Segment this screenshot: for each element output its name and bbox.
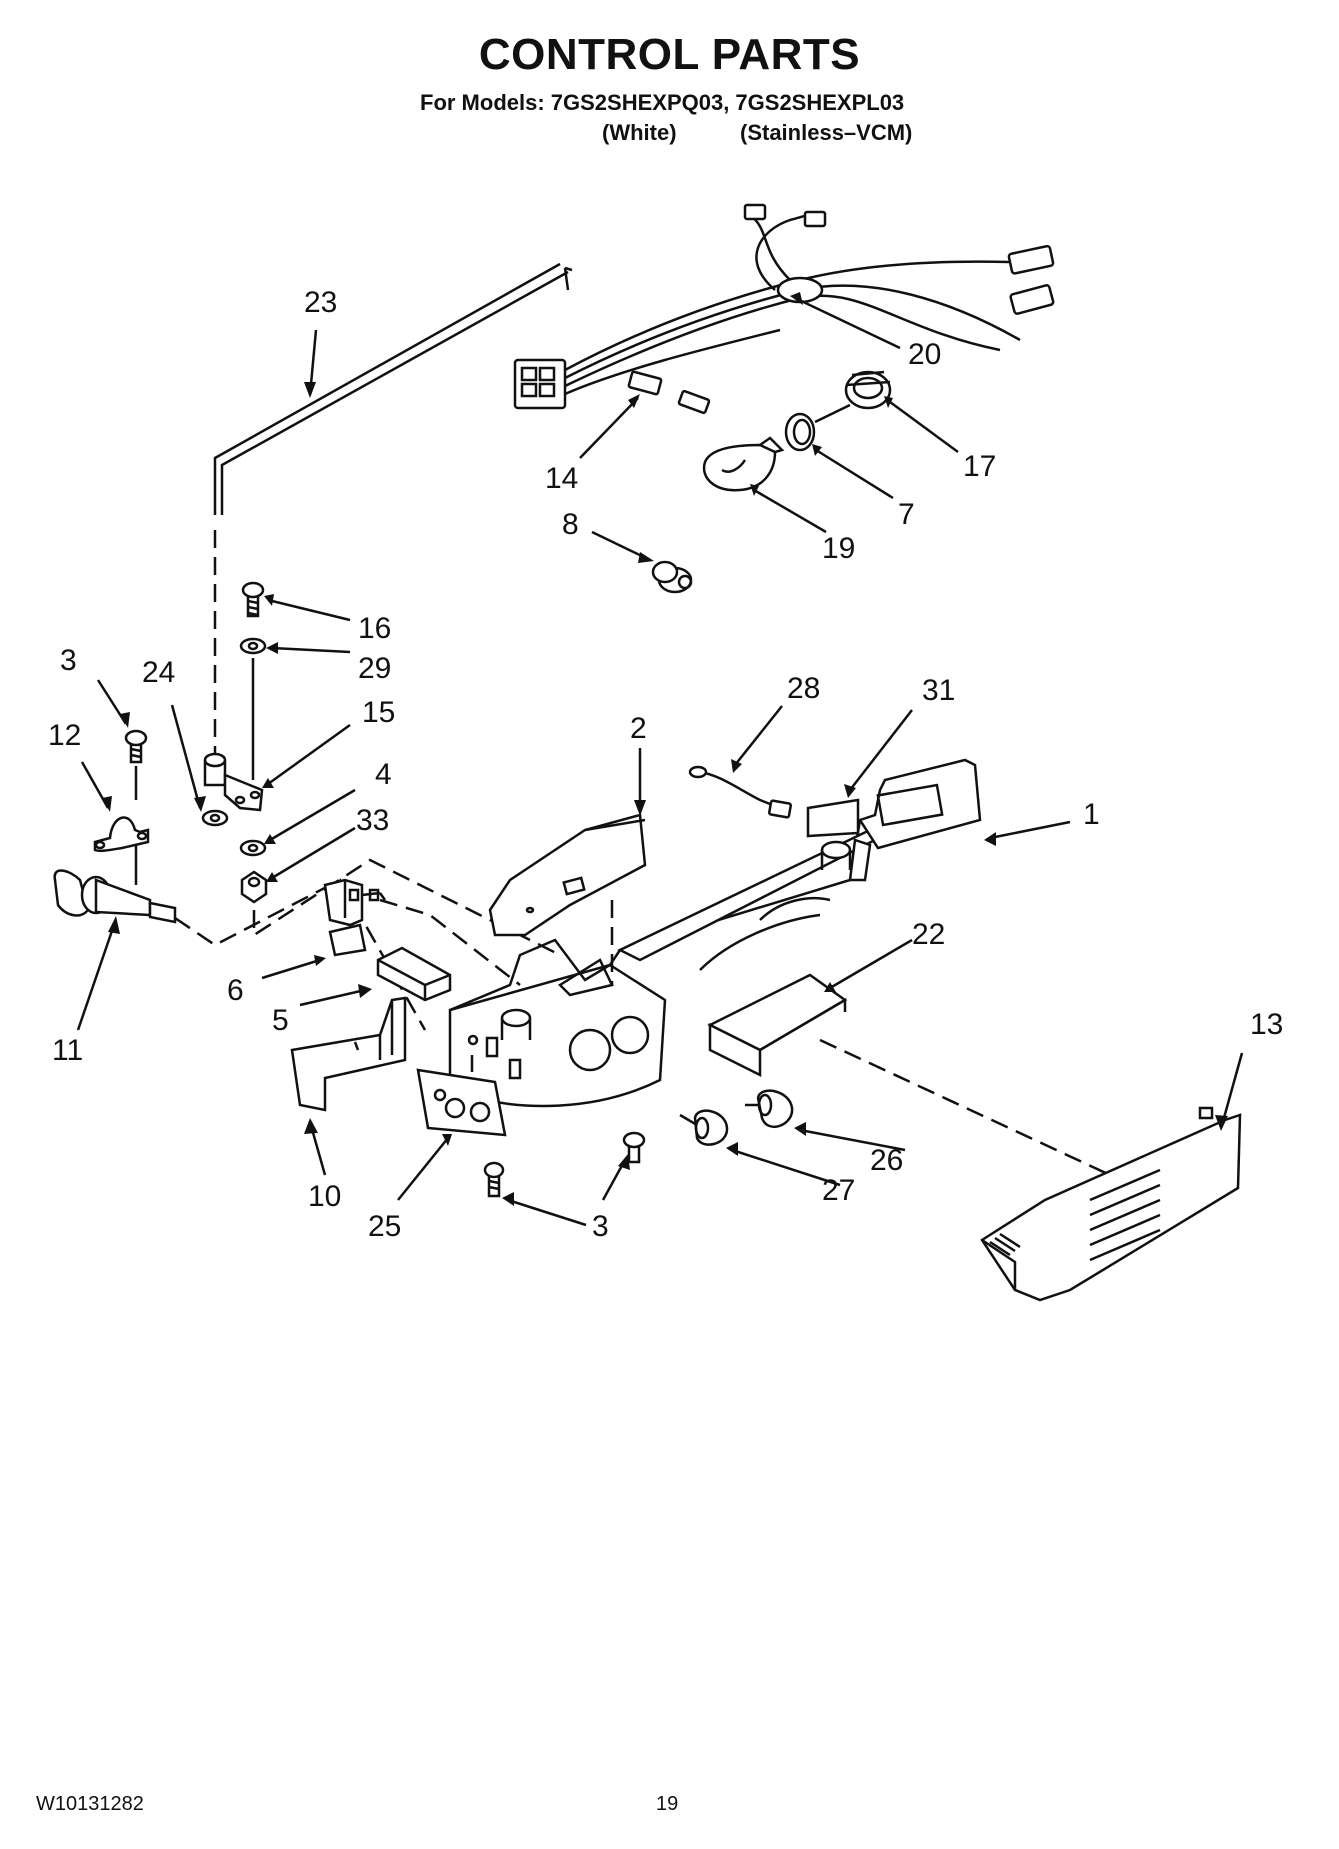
part-23-rod: [213, 262, 573, 515]
callout-7: 7: [898, 498, 915, 531]
callout-16: 16: [358, 612, 391, 645]
part-24-washer: [201, 809, 229, 827]
callout-31: 31: [922, 674, 955, 707]
leader-19: [753, 488, 827, 534]
callout-4: 4: [375, 758, 392, 791]
callout-28: 28: [787, 672, 820, 705]
page-title: CONTROL PARTS: [478, 30, 861, 79]
part-11-shaft: [53, 869, 177, 924]
document-number: W10131282: [36, 1793, 144, 1815]
part-6-switch: [323, 878, 387, 957]
arrowhead-23: [304, 382, 316, 398]
callout-5: 5: [272, 1004, 289, 1037]
callout-23: 23: [304, 286, 337, 319]
part-15-lever: [203, 752, 264, 812]
part-7-ring: [784, 403, 851, 452]
callout-22: 22: [912, 918, 945, 951]
part-29-washer: [239, 637, 267, 655]
callout-24: 24: [142, 656, 175, 689]
leader-4: [269, 788, 356, 842]
part-3-screw-lower-b: [483, 1161, 505, 1198]
callout-8: 8: [562, 508, 579, 541]
part-8-plug: [651, 560, 693, 594]
callout-19: 19: [822, 532, 855, 565]
variant-stainless-label: (Stainless–VCM): [740, 120, 913, 145]
callout-17: 17: [963, 450, 996, 483]
leader-6: [261, 958, 321, 980]
leader-7: [815, 448, 894, 500]
leader-33: [271, 826, 356, 880]
callout-33: 33: [356, 804, 389, 837]
leader-29: [271, 646, 351, 654]
leader-24: [170, 704, 202, 809]
part-33-nut: [240, 870, 268, 904]
callout-29: 29: [358, 652, 391, 685]
part-26-knob: [745, 1089, 794, 1129]
dash-6-to-body: [379, 898, 521, 986]
callout-6: 6: [227, 974, 244, 1007]
part-5-bar: [376, 946, 452, 1002]
part-20-harness: [513, 203, 1055, 415]
models-line: For Models: 7GS2SHEXPQ03, 7GS2SHEXPL03: [420, 90, 905, 115]
part-2-panel: [488, 813, 647, 937]
leader-11: [76, 921, 117, 1031]
callout-25: 25: [368, 1210, 401, 1243]
part-22-foam: [707, 973, 848, 1078]
callout-11: 11: [52, 1034, 83, 1067]
part-3-screw-upper: [124, 729, 148, 764]
dash-33-to-body: [252, 858, 561, 957]
part-4-washer: [239, 839, 267, 857]
part-3-screw-lower-a: [622, 1131, 646, 1164]
callout-13: 13: [1250, 1008, 1283, 1041]
part-17-socket: [844, 370, 892, 410]
part-16-screw: [241, 581, 265, 618]
callout-10: 10: [308, 1180, 341, 1213]
part-19-bulb: [702, 436, 785, 492]
leader-31: [849, 709, 913, 791]
part-25-plate: [416, 1068, 507, 1137]
variant-white-label: (White): [602, 120, 677, 145]
part-28-lead: [688, 765, 792, 819]
leader-28: [734, 705, 783, 766]
part-31-label: [806, 798, 860, 838]
leader-26: [799, 1128, 906, 1152]
dash-11-to-body: [174, 878, 427, 1031]
part-10-bracket: [290, 996, 407, 1112]
callout-15: 15: [362, 696, 395, 729]
page-number: 19: [656, 1793, 679, 1815]
callout-12: 12: [48, 719, 81, 752]
part-27-knob: [679, 1109, 729, 1146]
callout-20: 20: [908, 338, 941, 371]
callout-3-upper: 3: [60, 644, 77, 677]
leader-27: [731, 1148, 841, 1187]
leader-3-lower-b: [507, 1198, 587, 1227]
dash-22-to-grille: [819, 1038, 1111, 1177]
leader-25: [397, 1137, 449, 1201]
callout-1: 1: [1083, 798, 1100, 831]
leader-17: [889, 400, 959, 454]
leader-3-upper: [96, 679, 128, 725]
part-13-grille: [980, 1106, 1242, 1302]
callout-2: 2: [630, 712, 647, 745]
leader-1: [989, 820, 1071, 840]
leader-13: [1220, 1052, 1244, 1126]
leader-22: [829, 938, 913, 990]
callout-26: 26: [870, 1144, 903, 1177]
leader-16: [267, 598, 351, 622]
leader-15: [267, 723, 351, 786]
callout-27: 27: [822, 1174, 855, 1207]
leader-14: [579, 397, 639, 459]
callout-14: 14: [545, 462, 578, 495]
part-1-housing: [448, 758, 982, 1108]
callout-3-lower: 3: [592, 1210, 609, 1243]
part-12-clamp: [93, 816, 150, 853]
leader-5: [299, 988, 366, 1007]
leader-20: [794, 296, 901, 350]
